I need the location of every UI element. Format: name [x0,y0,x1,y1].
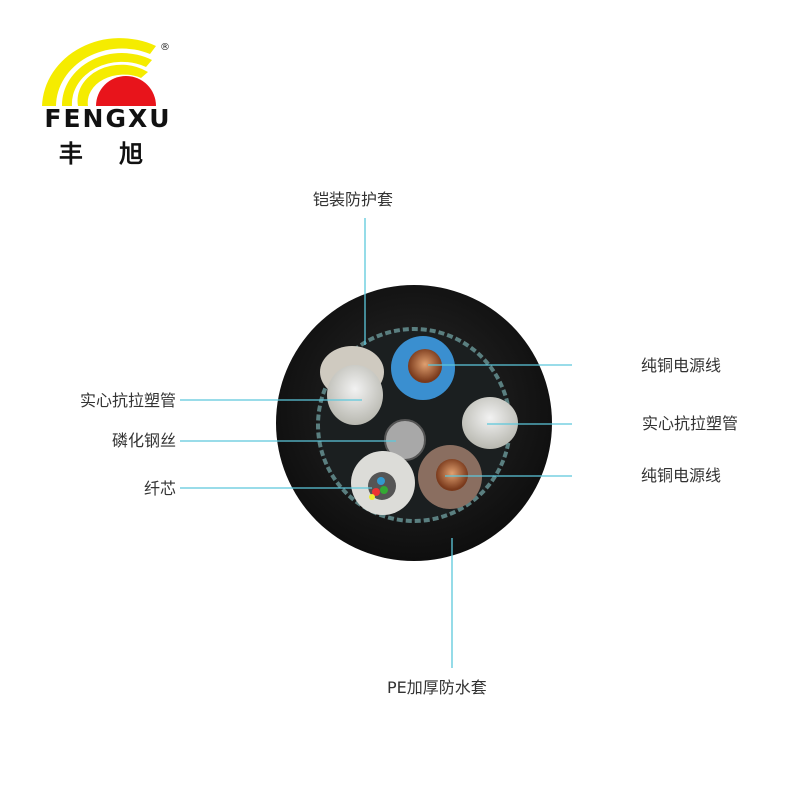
label-armor-sheath: 铠装防护套 [313,190,394,209]
label-solid-tensile-left: 实心抗拉塑管 [79,391,176,410]
brand-name-cn: 丰 旭 [58,140,158,168]
label-phosphated-steel: 磷化钢丝 [111,431,176,450]
solid-tensile-tube-left [327,365,383,425]
solid-tensile-tube-right [462,397,518,449]
brand-name-en: FENGXU [44,104,172,133]
logo-rays-sun-icon: ® [42,38,170,106]
copper-strands-top [408,349,442,383]
label-copper-power-top: 纯铜电源线 [641,356,722,375]
label-copper-power-bottom: 纯铜电源线 [641,466,722,485]
label-solid-tensile-right: 实心抗拉塑管 [642,414,739,433]
label-pe-sheath: PE加厚防水套 [387,678,487,697]
leader-lines [180,218,572,668]
registered-mark: ® [160,42,170,53]
label-fiber-core: 纤芯 [143,479,176,498]
copper-strands-bottom [436,459,468,491]
fengxu-logo: ® FENGXU 丰 旭 [38,34,178,168]
